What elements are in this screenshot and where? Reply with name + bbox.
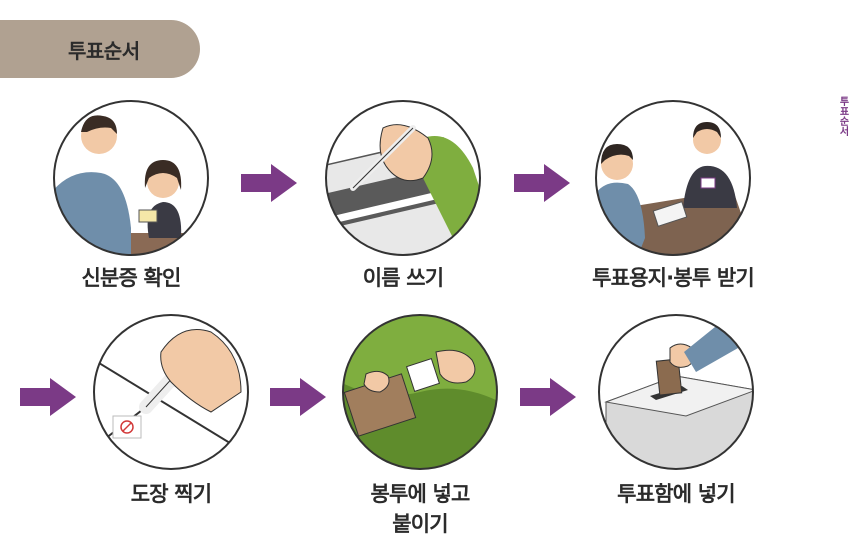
step-label-seal-envelope-line2: 붙이기 <box>392 512 448 536</box>
step-label-receive-ballot: 투표용지·봉투 받기 <box>592 266 755 290</box>
write-name-illustration <box>325 100 481 256</box>
side-label: 투표순서 <box>837 96 848 136</box>
receive-ballot-illustration <box>595 100 751 256</box>
step-label-id-check: 신분증 확인 <box>81 266 181 290</box>
header-tab: 투표순서 <box>0 20 200 78</box>
step-label-stamp: 도장 찍기 <box>130 482 212 506</box>
stamp-illustration <box>93 314 249 470</box>
arrow-right-icon <box>20 378 76 416</box>
arrow-right-icon <box>520 378 576 416</box>
arrow-right-icon <box>241 164 297 202</box>
seal-envelope-illustration <box>342 314 498 470</box>
ballot-box-illustration <box>598 314 754 470</box>
arrow-right-icon <box>514 164 570 202</box>
step-label-write-name: 이름 쓰기 <box>362 266 444 290</box>
id-check-illustration <box>53 100 209 256</box>
step-label-ballot-box: 투표함에 넣기 <box>617 482 735 506</box>
page-title: 투표순서 <box>68 39 140 63</box>
step-label-seal-envelope: 봉투에 넣고 <box>370 482 470 506</box>
arrow-right-icon <box>270 378 326 416</box>
